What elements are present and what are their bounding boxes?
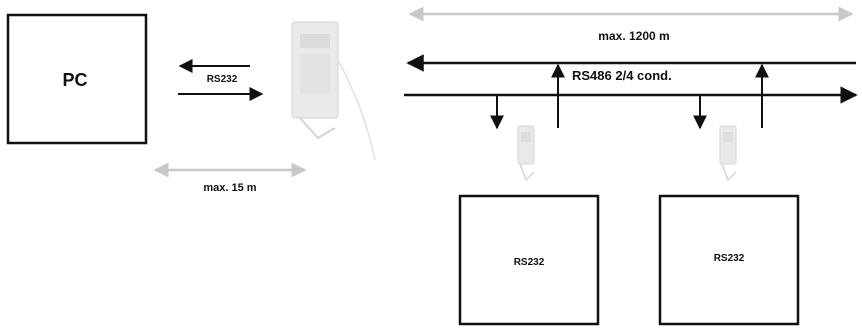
pc-link-arrows: RS232 [178,59,264,101]
device-label: RS232 [514,257,545,268]
pc-link-dimension: max. 15 m [153,162,307,194]
drop-arrows-device-1 [490,63,565,130]
device-box: RS232 [658,194,800,326]
bus-distance-label: max. 1200 m [598,29,669,43]
converter-icon [291,21,376,161]
pc-label: PC [62,70,87,90]
bus-dimension: max. 1200 m [408,6,854,43]
node-converter-icon [517,125,535,182]
pc-link-distance-label: max. 15 m [203,182,256,194]
drop-arrows-device-2 [693,63,769,130]
device-box: RS232 [458,194,600,326]
node-converter-icon [719,125,737,182]
pc-link-protocol-label: RS232 [207,74,238,85]
device-label: RS232 [714,253,745,264]
bus-lines: RS486 2/4 cond. [404,54,858,104]
bus-label: RS486 2/4 cond. [572,68,672,83]
pc-box: PC [6,13,148,145]
